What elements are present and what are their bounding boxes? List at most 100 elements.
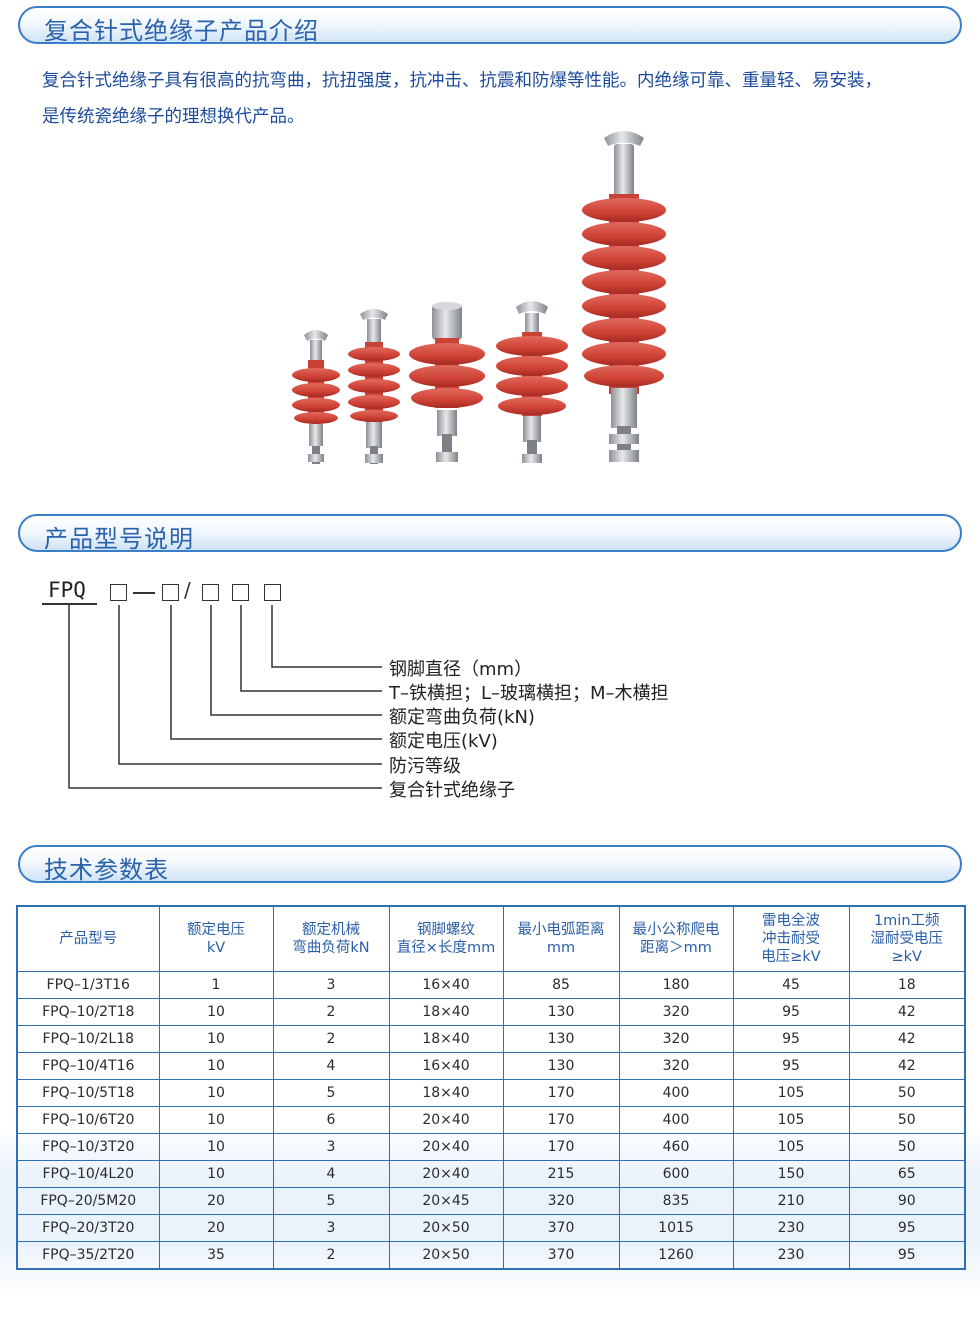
label-crossarm-type: T–铁横担；L–玻璃横担；M–木横担 <box>389 683 669 704</box>
cell-creepage-distance: 320 <box>618 1025 734 1053</box>
cell-bending-load: 5 <box>272 1187 390 1215</box>
model-code-underline <box>42 603 97 605</box>
cell-bending-load: 6 <box>272 1106 390 1134</box>
cell-rated-voltage: 20 <box>158 1214 274 1242</box>
cell-model: FPQ–10/5T18 <box>16 1079 160 1107</box>
cell-lightning-impulse: 95 <box>732 1025 850 1053</box>
section-title-model: 产品型号说明 <box>44 525 194 553</box>
model-diagram-lines <box>68 605 382 789</box>
code-slash: / <box>184 578 191 602</box>
cell-arc-distance: 130 <box>502 998 620 1026</box>
cell-bending-load: 3 <box>272 1214 390 1242</box>
cell-wet-power-frequency: 42 <box>848 998 966 1026</box>
code-box-crossarm <box>232 584 249 601</box>
cell-pin-thread: 20×50 <box>388 1214 504 1242</box>
cell-model: FPQ–10/4L20 <box>16 1160 160 1188</box>
cell-model: FPQ–10/2L18 <box>16 1025 160 1053</box>
cell-arc-distance: 170 <box>502 1133 620 1161</box>
cell-wet-power-frequency: 42 <box>848 1025 966 1053</box>
cell-rated-voltage: 10 <box>158 1160 274 1188</box>
cell-arc-distance: 130 <box>502 1052 620 1080</box>
cell-rated-voltage: 10 <box>158 998 274 1026</box>
section-header-params: 技术参数表 <box>18 845 962 884</box>
code-dash <box>133 592 155 594</box>
cell-lightning-impulse: 105 <box>732 1079 850 1107</box>
cell-wet-power-frequency: 50 <box>848 1079 966 1107</box>
cell-rated-voltage: 10 <box>158 1133 274 1161</box>
cell-creepage-distance: 320 <box>618 998 734 1026</box>
cell-arc-distance: 170 <box>502 1106 620 1134</box>
header-pin-thread: 钢脚螺纹 直径×长度mm <box>388 905 504 972</box>
cell-creepage-distance: 1015 <box>618 1214 734 1242</box>
cell-pin-thread: 20×40 <box>388 1133 504 1161</box>
cell-rated-voltage: 1 <box>158 971 274 999</box>
cell-creepage-distance: 600 <box>618 1160 734 1188</box>
section-header-intro: 复合针式绝缘子产品介绍 <box>18 6 962 45</box>
insulator-small-1 <box>292 330 340 464</box>
cell-lightning-impulse: 95 <box>732 1052 850 1080</box>
cell-model: FPQ–10/2T18 <box>16 998 160 1026</box>
header-bending-load: 额定机械 弯曲负荷kN <box>272 905 390 972</box>
cell-creepage-distance: 835 <box>618 1187 734 1215</box>
insulator-small-2 <box>348 309 400 464</box>
cell-wet-power-frequency: 95 <box>848 1241 966 1270</box>
cell-model: FPQ–10/6T20 <box>16 1106 160 1134</box>
cell-bending-load: 4 <box>272 1052 390 1080</box>
header-arc-distance: 最小电弧距离 mm <box>502 905 620 972</box>
cell-model: FPQ–35/2T20 <box>16 1241 160 1270</box>
cell-arc-distance: 85 <box>502 971 620 999</box>
code-box-voltage <box>162 584 179 601</box>
cell-pin-thread: 20×50 <box>388 1241 504 1270</box>
section-title-intro: 复合针式绝缘子产品介绍 <box>44 17 319 45</box>
cell-creepage-distance: 320 <box>618 1052 734 1080</box>
cell-pin-thread: 18×40 <box>388 1025 504 1053</box>
technical-parameters-table: 产品型号 额定电压 kV 额定机械 弯曲负荷kN 钢脚螺纹 直径×长度mm 最小… <box>16 905 966 1270</box>
cell-wet-power-frequency: 42 <box>848 1052 966 1080</box>
cell-model: FPQ–20/5M20 <box>16 1187 160 1215</box>
insulator-medium-cap <box>409 302 485 462</box>
cell-wet-power-frequency: 18 <box>848 971 966 999</box>
insulator-product-image <box>292 131 666 464</box>
cell-pin-thread: 18×40 <box>388 1079 504 1107</box>
cell-lightning-impulse: 230 <box>732 1214 850 1242</box>
cell-lightning-impulse: 230 <box>732 1241 850 1270</box>
cell-arc-distance: 320 <box>502 1187 620 1215</box>
cell-bending-load: 3 <box>272 1133 390 1161</box>
cell-arc-distance: 130 <box>502 1025 620 1053</box>
cell-wet-power-frequency: 95 <box>848 1214 966 1242</box>
cell-creepage-distance: 460 <box>618 1133 734 1161</box>
header-model: 产品型号 <box>16 905 160 972</box>
cell-pin-thread: 16×40 <box>388 1052 504 1080</box>
cell-bending-load: 5 <box>272 1079 390 1107</box>
cell-rated-voltage: 10 <box>158 1106 274 1134</box>
code-box-pollution <box>110 584 127 601</box>
insulator-medium <box>496 301 568 463</box>
cell-bending-load: 2 <box>272 1241 390 1270</box>
section-header-model: 产品型号说明 <box>18 514 962 553</box>
cell-lightning-impulse: 150 <box>732 1160 850 1188</box>
header-rated-voltage: 额定电压 kV <box>158 905 274 972</box>
cell-lightning-impulse: 105 <box>732 1106 850 1134</box>
cell-creepage-distance: 400 <box>618 1079 734 1107</box>
cell-pin-thread: 20×40 <box>388 1106 504 1134</box>
cell-pin-thread: 20×40 <box>388 1160 504 1188</box>
cell-pin-thread: 16×40 <box>388 971 504 999</box>
model-code-prefix: FPQ <box>48 578 86 602</box>
header-wet-power-frequency: 1min工频 湿耐受电压 ≥kV <box>848 905 966 972</box>
cell-lightning-impulse: 45 <box>732 971 850 999</box>
intro-line-1: 复合针式绝缘子具有很高的抗弯曲，抗扭强度，抗冲击、抗震和防爆等性能。内绝缘可靠、… <box>42 71 882 91</box>
cell-wet-power-frequency: 50 <box>848 1106 966 1134</box>
cell-bending-load: 2 <box>272 998 390 1026</box>
cell-wet-power-frequency: 50 <box>848 1133 966 1161</box>
cell-arc-distance: 215 <box>502 1160 620 1188</box>
cell-rated-voltage: 20 <box>158 1187 274 1215</box>
